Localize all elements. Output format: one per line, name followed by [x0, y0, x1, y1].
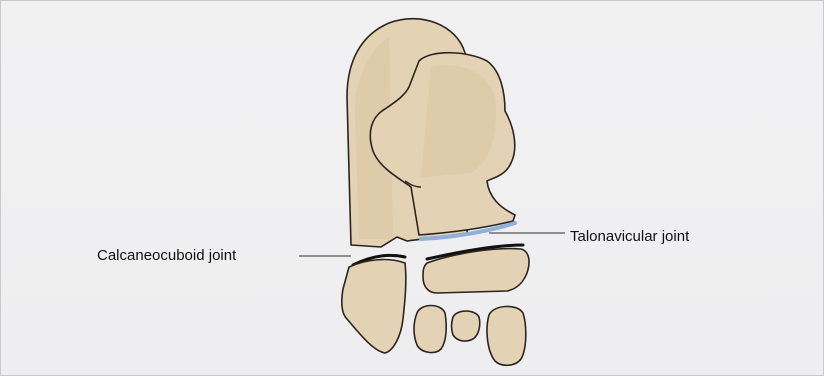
intermediate-cuneiform-bone [452, 311, 480, 341]
calcaneocuboid-joint-label: Calcaneocuboid joint [97, 248, 236, 263]
lateral-cuneiform-bone [487, 306, 526, 365]
cuboid-bone [342, 260, 406, 353]
medial-cuneiform-bone [414, 306, 446, 353]
talonavicular-joint-label: Talonavicular joint [570, 229, 689, 244]
